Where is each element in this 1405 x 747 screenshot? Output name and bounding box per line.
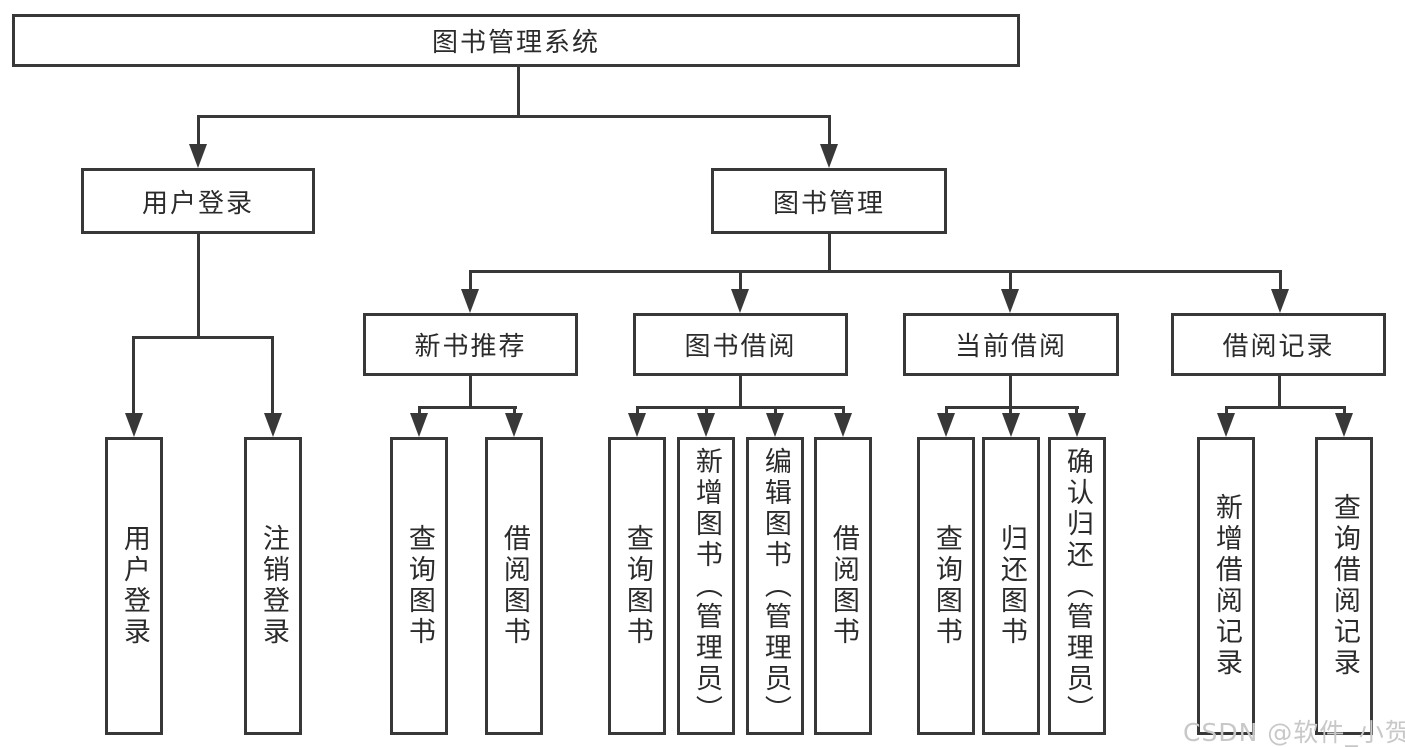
connector-line [828, 233, 831, 272]
connector-line [517, 66, 520, 118]
leaf-logout: 注销登录 [244, 437, 302, 735]
connector-line [842, 406, 845, 416]
node-user-login: 用户登录 [81, 168, 315, 234]
connector-line [1009, 406, 1012, 416]
leaf-query-borrow-record: 查询借阅记录 [1315, 437, 1373, 735]
connector-line [271, 336, 274, 416]
leaf-query-books-borrowing: 查询图书 [608, 437, 666, 735]
connector-line [1343, 406, 1346, 416]
node-book-management: 图书管理 [711, 168, 947, 234]
arrow-down-icon [264, 413, 282, 437]
connector-line [1009, 270, 1012, 292]
connector-line [132, 336, 135, 416]
connector-line [132, 336, 274, 339]
arrow-down-icon [1068, 413, 1086, 437]
arrow-down-icon [189, 144, 207, 168]
connector-line [1225, 406, 1228, 416]
arrow-down-icon [1002, 413, 1020, 437]
connector-line [828, 115, 831, 148]
connector-line [636, 406, 639, 416]
connector-line [1009, 376, 1012, 408]
arrow-down-icon [697, 413, 715, 437]
connector-line [1278, 376, 1281, 408]
connector-line [418, 406, 421, 416]
connector-line [774, 406, 777, 416]
arrow-down-icon [1335, 413, 1353, 437]
arrow-down-icon [1001, 289, 1019, 313]
connector-line [469, 376, 472, 408]
connector-line [705, 406, 708, 416]
node-current-borrowing: 当前借阅 [903, 313, 1119, 376]
node-book-borrowing: 图书借阅 [633, 313, 848, 376]
arrow-down-icon [731, 289, 749, 313]
connector-line [636, 406, 845, 409]
connector-line [513, 406, 516, 416]
node-new-book-recommend: 新书推荐 [363, 313, 578, 376]
connector-line [739, 270, 742, 292]
connector-line [418, 406, 517, 409]
connector-line [469, 270, 472, 292]
leaf-edit-book-admin: 编辑图书（管理员） [746, 437, 804, 735]
leaf-add-book-admin: 新增图书（管理员） [677, 437, 735, 735]
node-borrowing-records: 借阅记录 [1171, 313, 1386, 376]
node-root-library-system: 图书管理系统 [12, 14, 1020, 67]
arrow-down-icon [410, 413, 428, 437]
connector-line [945, 406, 948, 416]
arrow-down-icon [1271, 289, 1289, 313]
connector-line [1225, 406, 1346, 409]
arrow-down-icon [766, 413, 784, 437]
arrow-down-icon [820, 144, 838, 168]
arrow-down-icon [937, 413, 955, 437]
arrow-down-icon [125, 413, 143, 437]
csdn-watermark: CSDN @软件_小贺同学 [1183, 718, 1405, 747]
connector-line [1075, 406, 1078, 416]
leaf-query-books-current: 查询图书 [917, 437, 975, 735]
leaf-borrow-books-recommend: 借阅图书 [485, 437, 543, 735]
leaf-add-borrow-record: 新增借阅记录 [1197, 437, 1255, 735]
leaf-return-books: 归还图书 [982, 437, 1040, 735]
connector-line [1279, 270, 1282, 292]
arrow-down-icon [628, 413, 646, 437]
connector-line [197, 115, 831, 118]
connector-line [197, 233, 200, 339]
connector-line [469, 270, 1282, 273]
arrow-down-icon [834, 413, 852, 437]
leaf-confirm-return-admin: 确认归还（管理员） [1048, 437, 1106, 735]
arrow-down-icon [505, 413, 523, 437]
connector-line [739, 376, 742, 408]
arrow-down-icon [1217, 413, 1235, 437]
leaf-borrow-books-borrowing: 借阅图书 [814, 437, 872, 735]
leaf-query-books-recommend: 查询图书 [390, 437, 448, 735]
arrow-down-icon [461, 289, 479, 313]
connector-line [197, 115, 200, 148]
leaf-user-login: 用户登录 [105, 437, 163, 735]
connector-line [945, 406, 1079, 409]
